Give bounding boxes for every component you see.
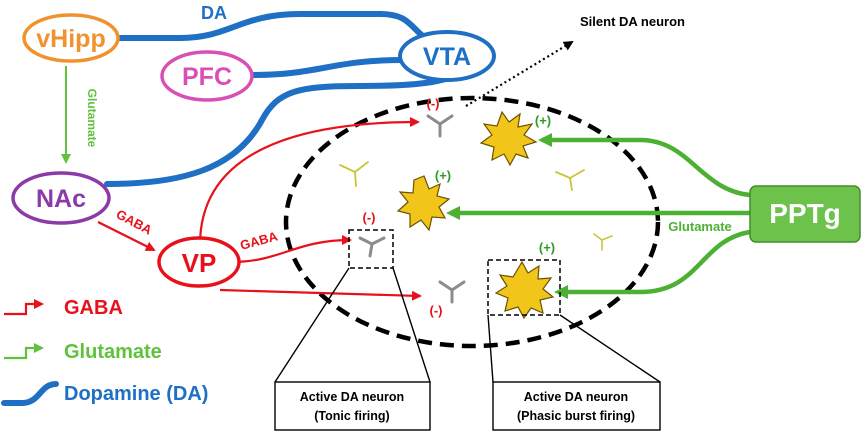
callout-tonic-line2: (Tonic firing) [314,409,389,423]
sign-silent: (-) [427,96,440,111]
legend-glutamate-label: Glutamate [64,341,162,363]
da-projection-vta-vhipp [115,11,431,43]
silent-da-neuron [426,114,454,138]
callout-phasic-line2: (Phasic burst firing) [517,409,635,423]
gaba-arrow-nac-vp [97,221,156,251]
yellow-neuron-small [593,233,613,251]
silent-da-neuron-label: Silent DA neuron [580,14,685,29]
callout-phasic: Active DA neuron (Phasic burst firing) [492,381,661,431]
callout-tonic-line1: Active DA neuron [300,390,404,404]
da-top-label: DA [201,3,227,23]
sign-burst-top: (+) [535,113,551,128]
node-pptg: PPTg [749,185,861,243]
gaba-projections-vp [198,117,422,301]
vta-region-outline [283,95,661,349]
gaba-vp-to-bottom-neuron [219,288,422,301]
node-pfc: PFC [160,50,254,102]
node-vhipp: vHipp [22,13,120,63]
legend-dopamine-label: Dopamine (DA) [64,383,208,405]
bottom-da-neuron [438,280,466,304]
legend-dopamine-symbol [1,381,59,406]
silent-neuron-pointer [465,40,574,107]
gaba-vp-to-silent-neuron [198,117,420,246]
node-nac: NAc [11,171,111,225]
callout-tonic: Active DA neuron (Tonic firing) [274,381,431,431]
dopamine-projections [104,11,471,187]
burst-neuron-top [479,110,538,167]
da-projection-vta-pfc [249,57,407,78]
glutamate-pptg-label: Glutamate [668,219,732,234]
node-vta-label: VTA [423,43,471,71]
legend: GABA Glutamate Dopamine (DA) [1,297,208,406]
tonic-da-neuron [358,236,386,258]
burst-neuron-box [494,260,555,320]
sign-bottom: (-) [430,303,443,318]
glutamate-projections-pptg [446,133,751,299]
legend-gaba-symbol [4,299,44,316]
callout-connectors [274,267,661,383]
phasic-neuron-highlight-box [487,259,561,316]
da-projection-vta-nac [104,65,471,187]
node-vp-label: VP [182,248,217,278]
node-vp: VP [157,236,241,288]
node-nac-label: NAc [36,185,86,213]
callout-phasic-line1: Active DA neuron [524,390,628,404]
yellow-neuron-left [339,161,369,187]
node-pfc-label: PFC [182,63,232,91]
sign-burst-middle: (+) [435,168,451,183]
node-vta: VTA [398,30,496,82]
legend-gaba-label: GABA [64,297,123,319]
burst-neuron-middle [396,175,451,232]
glutamate-pptg-to-box-burst [554,229,751,299]
legend-glutamate: Glutamate [4,341,162,363]
sign-tonic: (-) [363,210,376,225]
gaba-vp-tonic-label: GABA [238,228,279,253]
legend-dopamine: Dopamine (DA) [1,381,208,406]
glutamate-vertical-label: Glutamate [85,89,99,148]
sign-burst-box: (+) [539,240,555,255]
glutamate-pptg-to-top-burst [538,133,751,198]
legend-gaba: GABA [4,297,123,319]
gaba-vp-to-tonic-neuron [231,235,352,264]
node-vhipp-label: vHipp [36,25,105,53]
yellow-neuron-right [555,169,585,191]
legend-glutamate-symbol [4,343,44,360]
tonic-neuron-highlight-box [348,229,394,269]
node-pptg-label: PPTg [769,198,841,229]
